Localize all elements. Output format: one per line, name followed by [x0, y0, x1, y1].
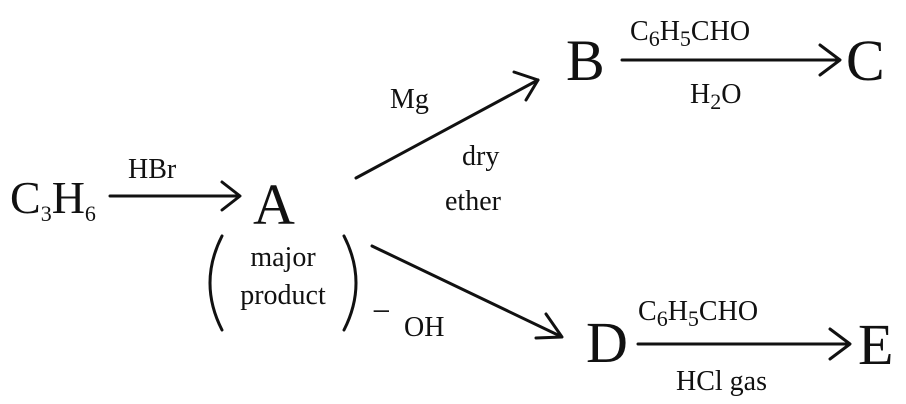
start-formula: C3H6 — [10, 172, 96, 226]
reagent-benzaldehyde-top: C6H5CHO — [630, 16, 750, 51]
compound-d: D — [586, 310, 628, 375]
note-major: major — [250, 242, 316, 273]
compound-a: A — [253, 172, 295, 237]
reagent-water: H2O — [690, 79, 741, 114]
arrow-d-to-e — [636, 327, 852, 361]
compound-e: E — [858, 312, 893, 377]
reagent-benzaldehyde-bottom: C6H5CHO — [638, 296, 758, 331]
reagent-hydroxide: OH — [404, 312, 444, 343]
reagent-mg: Mg — [390, 84, 429, 115]
paren-left — [208, 234, 224, 332]
arrow-step1 — [108, 180, 242, 212]
reagent-hbr: HBr — [128, 154, 177, 185]
compound-c: C — [846, 28, 885, 93]
condition-ether: ether — [445, 186, 502, 217]
note-product: product — [240, 280, 326, 311]
arrow-to-d — [370, 244, 564, 340]
condition-dry: dry — [462, 141, 499, 172]
reagent-hcl-gas: HCl gas — [676, 366, 767, 397]
reagent-hydroxide-charge: − — [372, 294, 391, 330]
arrow-b-to-c — [620, 43, 842, 77]
arrow-to-b — [354, 70, 540, 180]
paren-right — [342, 234, 358, 332]
compound-b: B — [566, 28, 605, 93]
